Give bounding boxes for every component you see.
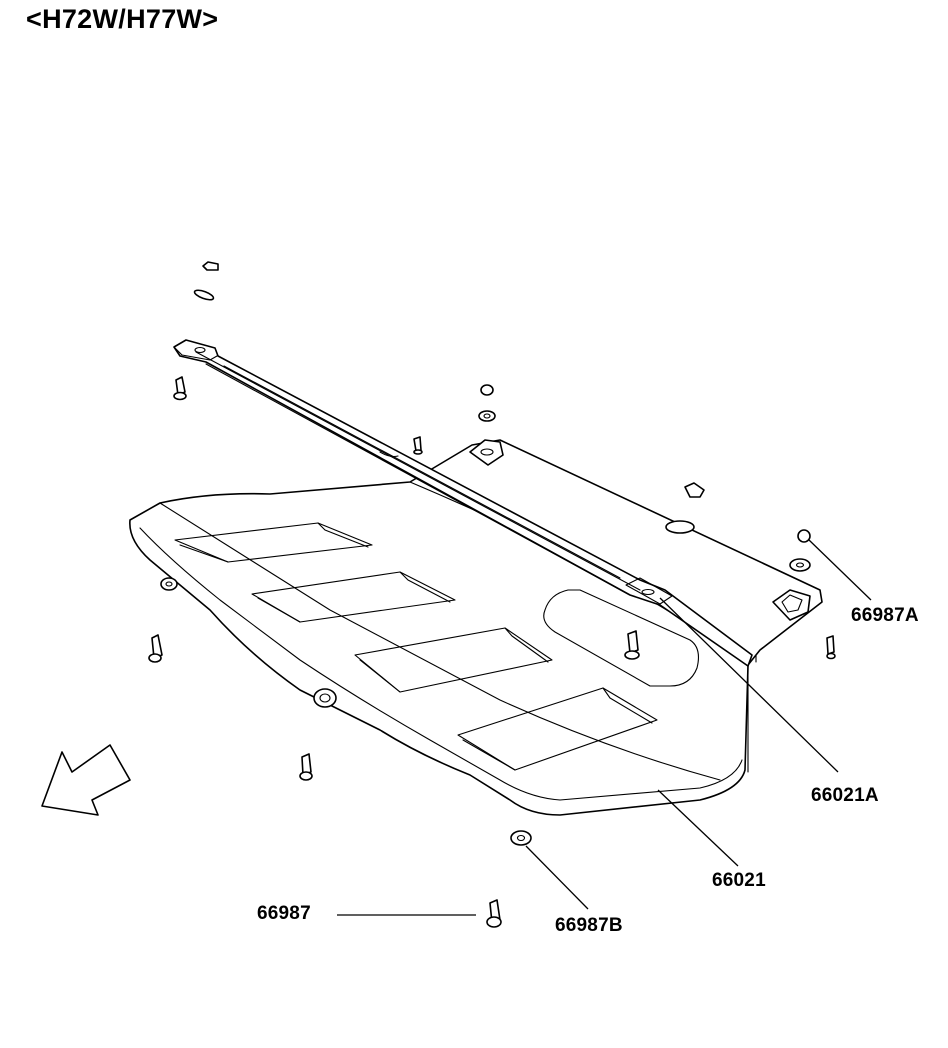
callout-66987A: 66987A [851, 605, 919, 626]
callout-66987: 66987 [257, 903, 311, 924]
panel-slots [174, 522, 699, 771]
leader-lines [337, 539, 872, 916]
leader-66987A [808, 539, 872, 601]
fasteners [148, 261, 836, 928]
leader-66987B [525, 845, 589, 910]
callout-66987B: 66987B [555, 915, 623, 936]
front-direction-arrow-icon [41, 744, 131, 816]
leader-66021 [657, 789, 739, 867]
diagram-title: <H72W/H77W> [26, 4, 219, 34]
panel-mount-bosses [469, 439, 811, 621]
leader-66021A [659, 597, 839, 773]
reinforcement-rail [173, 339, 753, 667]
callout-66021: 66021 [712, 870, 766, 891]
callout-66021A: 66021A [811, 785, 879, 806]
